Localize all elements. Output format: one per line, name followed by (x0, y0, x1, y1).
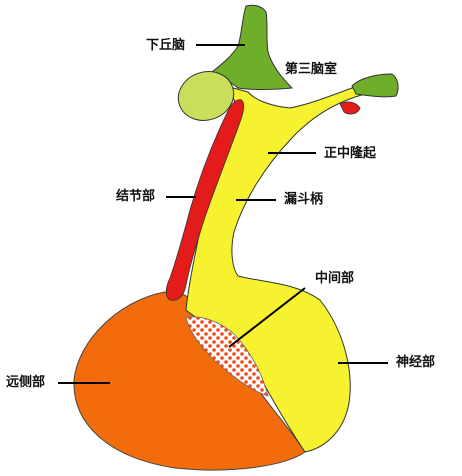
pars-tuberalis-tip-shape (339, 101, 361, 115)
hypothalamus-bulb-shape (177, 71, 235, 121)
label-pars-intermedia: 中间部 (315, 271, 355, 286)
label-infundibular-stalk: 漏斗柄 (284, 192, 324, 207)
leader-line-pars-intermedia (228, 287, 306, 348)
label-third-ventricle: 第三脑室 (285, 62, 338, 77)
label-hypothalamus: 下丘脑 (146, 38, 186, 53)
hypothalamus-tip-shape (351, 73, 399, 98)
pars-intermedia-shape (185, 316, 269, 397)
leader-lines (58, 44, 388, 384)
label-pars-tuberalis: 结节部 (116, 189, 156, 204)
hypothalamus-shape (211, 4, 294, 90)
pars-tuberalis-shape (165, 99, 244, 301)
label-median-eminence: 正中隆起 (324, 146, 377, 161)
label-pars-nervosa: 神经部 (396, 355, 436, 370)
label-pars-distalis: 远侧部 (6, 375, 46, 390)
